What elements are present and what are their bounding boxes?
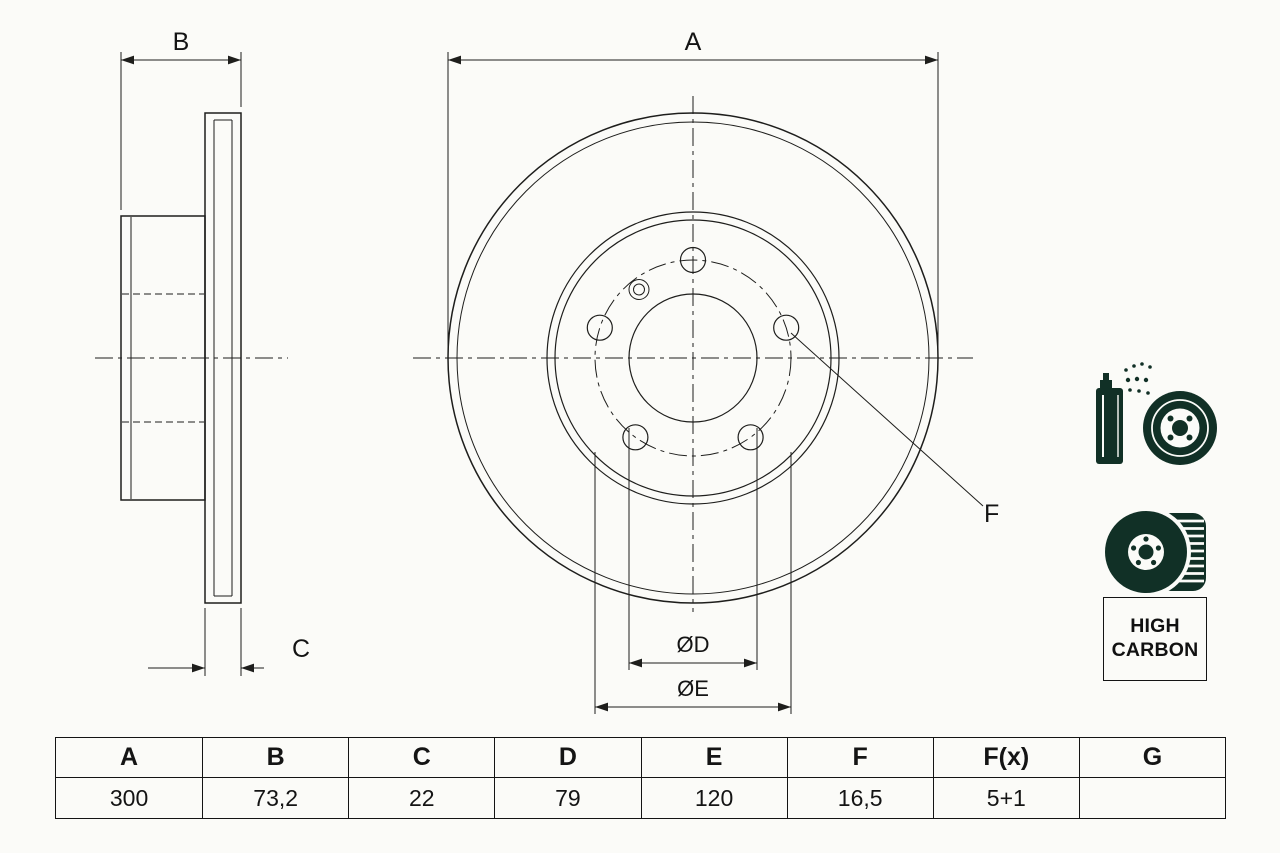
spec-value-b: 73,2 xyxy=(202,778,348,818)
pin-hole xyxy=(628,279,650,300)
spec-value-fx: 5+1 xyxy=(932,778,1079,818)
dimension-e: ØE xyxy=(594,452,792,714)
spec-value-f: 16,5 xyxy=(786,778,933,818)
dim-label-a: A xyxy=(685,28,702,56)
cross-section-view xyxy=(95,112,288,604)
front-view xyxy=(413,96,973,612)
leader-f: F xyxy=(790,332,999,528)
dimension-d: ØD xyxy=(628,428,758,670)
spec-value-e: 120 xyxy=(640,778,787,818)
spec-header-g: G xyxy=(1078,738,1225,778)
spec-header-d: D xyxy=(494,738,641,778)
spec-value-g xyxy=(1078,778,1225,818)
dimension-b: B xyxy=(120,28,242,210)
high-carbon-badge: HIGH CARBON xyxy=(1103,597,1207,681)
vented-disc-icon xyxy=(1101,507,1206,597)
spec-header-c: C xyxy=(348,738,495,778)
spec-value-c: 22 xyxy=(348,778,494,818)
dim-label-f: F xyxy=(984,500,999,528)
technical-drawing: A B C ØD ØE xyxy=(95,28,1217,714)
dim-label-c: C xyxy=(292,635,310,663)
spec-header-a: A xyxy=(56,738,203,778)
bolt-holes xyxy=(586,246,800,451)
coating-spray-icon xyxy=(1096,362,1217,465)
high-carbon-line1: HIGH xyxy=(1130,615,1180,638)
spec-header-f: F xyxy=(786,738,933,778)
high-carbon-line2: CARBON xyxy=(1111,639,1199,661)
dimension-c: C xyxy=(148,608,310,676)
dim-label-b: B xyxy=(173,28,190,56)
spec-header-b: B xyxy=(202,738,349,778)
spec-header-fx: F(x) xyxy=(932,738,1079,778)
dimension-a: A xyxy=(447,28,939,352)
dim-label-e: ØE xyxy=(677,676,709,701)
dim-label-d: ØD xyxy=(677,632,710,657)
spec-value-a: 300 xyxy=(109,784,149,811)
spec-value-d: 79 xyxy=(494,778,640,818)
spec-header-e: E xyxy=(640,738,787,778)
dimension-spec-table: A B C D E F F(x) G 300 73,2 22 79 120 16… xyxy=(55,737,1226,819)
